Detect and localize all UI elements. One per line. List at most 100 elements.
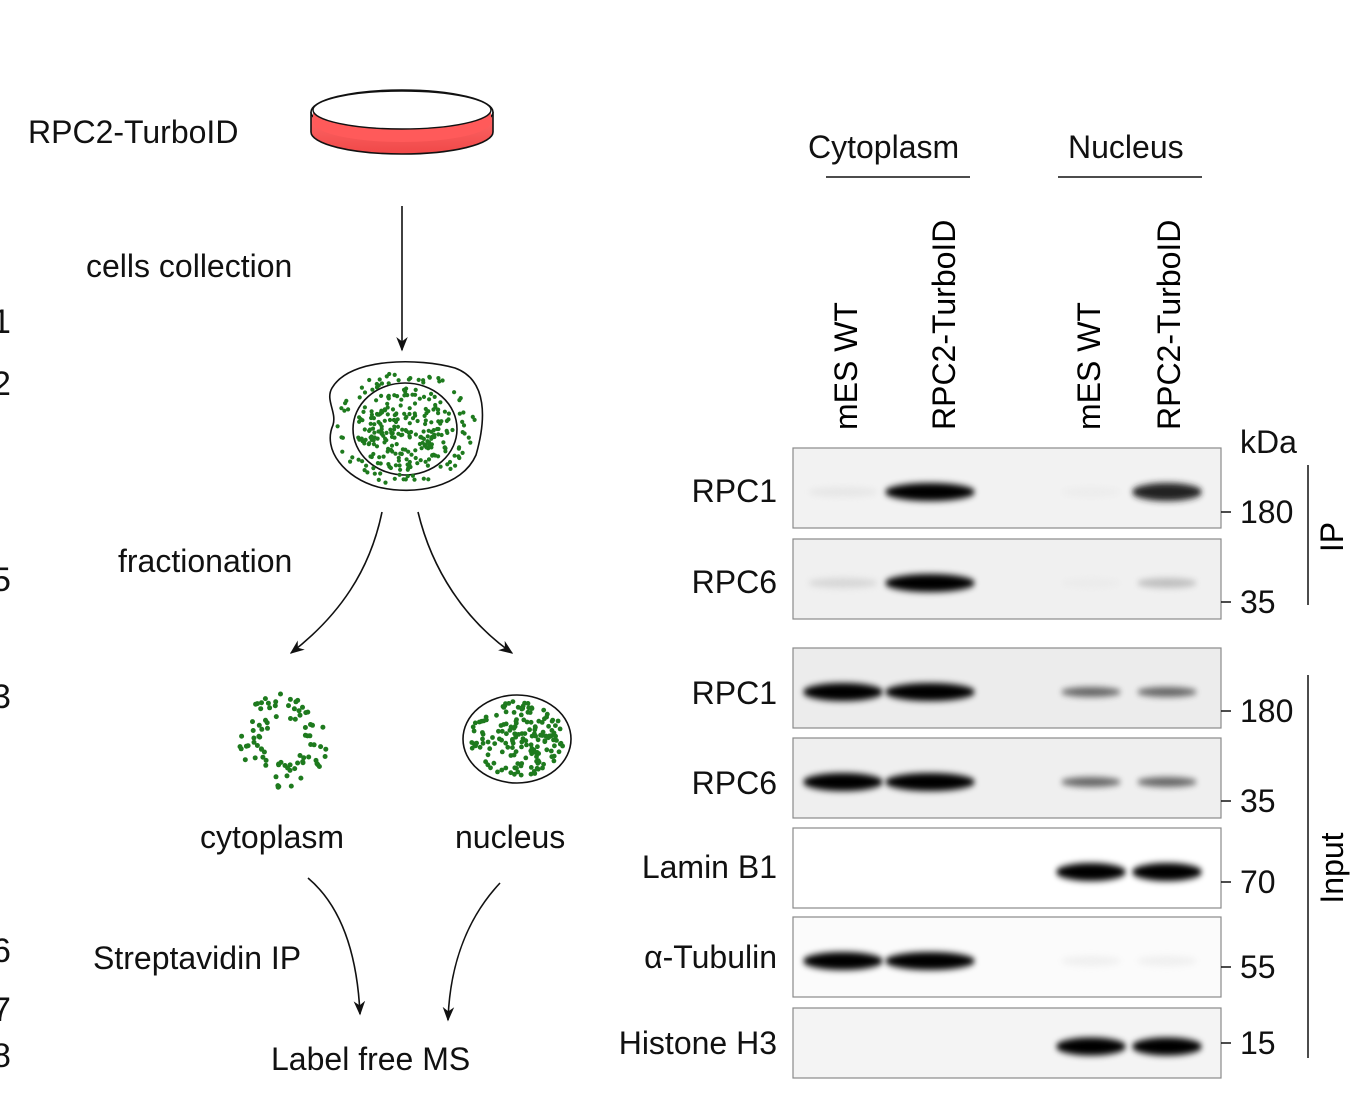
marker-kda-label: 35 [1240, 584, 1276, 620]
dot [551, 753, 557, 759]
dot [393, 463, 398, 468]
dot [376, 429, 381, 434]
dot [382, 407, 387, 412]
dot [499, 728, 505, 734]
margin-line-number: 7 [0, 991, 11, 1029]
dot [505, 744, 511, 750]
dot [513, 731, 519, 737]
dot [494, 712, 499, 718]
dot [364, 463, 369, 468]
dot [412, 401, 418, 406]
dot [267, 705, 273, 711]
dot [389, 431, 394, 436]
dot [251, 739, 257, 745]
dot [302, 732, 308, 738]
dot [437, 379, 442, 384]
margin-line-number: 6 [0, 932, 11, 970]
band [885, 483, 975, 501]
dot [433, 405, 438, 410]
dot [553, 723, 558, 728]
blot-row-label: Lamin B1 [641, 849, 777, 885]
dot [396, 378, 401, 383]
dot [396, 458, 401, 463]
dot [369, 434, 374, 439]
band [803, 952, 883, 970]
dot [370, 387, 375, 392]
dot [491, 760, 497, 766]
lane-label: mES WT [1071, 302, 1107, 430]
dot [452, 390, 457, 395]
blot-row-label: Histone H3 [618, 1025, 777, 1061]
dot [320, 724, 326, 730]
dot [350, 455, 355, 460]
marker-kda-label: 180 [1240, 693, 1294, 729]
arrow-to-cytoplasm [289, 511, 383, 654]
dot [362, 405, 367, 410]
dot [438, 464, 443, 469]
blot-row-label: RPC6 [691, 564, 777, 600]
dot [366, 442, 371, 447]
dot [278, 759, 284, 765]
blot-row-label: RPC6 [691, 765, 777, 801]
dot [452, 453, 457, 458]
dot [396, 431, 401, 436]
dot [429, 420, 434, 425]
dot [375, 461, 380, 466]
dot [297, 712, 303, 718]
dot [339, 435, 344, 440]
band [1132, 863, 1202, 881]
band [808, 578, 878, 588]
dot [404, 457, 409, 462]
dot [394, 442, 399, 447]
dot [265, 700, 271, 706]
dot [435, 426, 440, 432]
dot [393, 419, 399, 425]
dot [386, 462, 391, 467]
dot [252, 755, 258, 761]
dot [500, 704, 506, 709]
dot [379, 431, 384, 436]
dot [367, 427, 373, 432]
margin-line-number: 3 [0, 678, 11, 716]
dot [503, 765, 509, 771]
dot [442, 445, 447, 450]
dot [322, 754, 328, 759]
dot [385, 412, 390, 417]
dot [507, 727, 513, 733]
band [1061, 956, 1121, 966]
nucleus-fraction-icon [462, 694, 572, 784]
dot [526, 705, 532, 711]
dot [397, 463, 402, 468]
dot [316, 764, 322, 769]
margin-line-number: 8 [0, 1037, 11, 1075]
margin-line-number: 5 [0, 561, 11, 599]
dot [461, 423, 467, 428]
lane-label: RPC2-TurboID [926, 220, 962, 430]
dot [519, 739, 525, 745]
dot [301, 755, 307, 761]
dot [273, 774, 279, 780]
dot [257, 734, 263, 740]
dot [551, 758, 557, 764]
dot [510, 699, 516, 704]
dot [287, 696, 293, 702]
dot [541, 707, 547, 713]
dot [557, 726, 563, 732]
dot [471, 728, 477, 734]
dot [457, 455, 462, 461]
dot [443, 449, 448, 454]
dot [343, 401, 348, 406]
dot [556, 749, 562, 755]
dot [412, 411, 417, 416]
dot [535, 766, 541, 772]
dot [398, 451, 403, 456]
dot [436, 411, 441, 416]
dot [446, 411, 451, 416]
dot [553, 733, 558, 739]
dot [259, 746, 264, 752]
dot [415, 461, 420, 466]
dot [298, 775, 304, 781]
dot [457, 411, 462, 416]
dot [421, 380, 426, 385]
marker-kda-label: 15 [1240, 1025, 1276, 1061]
